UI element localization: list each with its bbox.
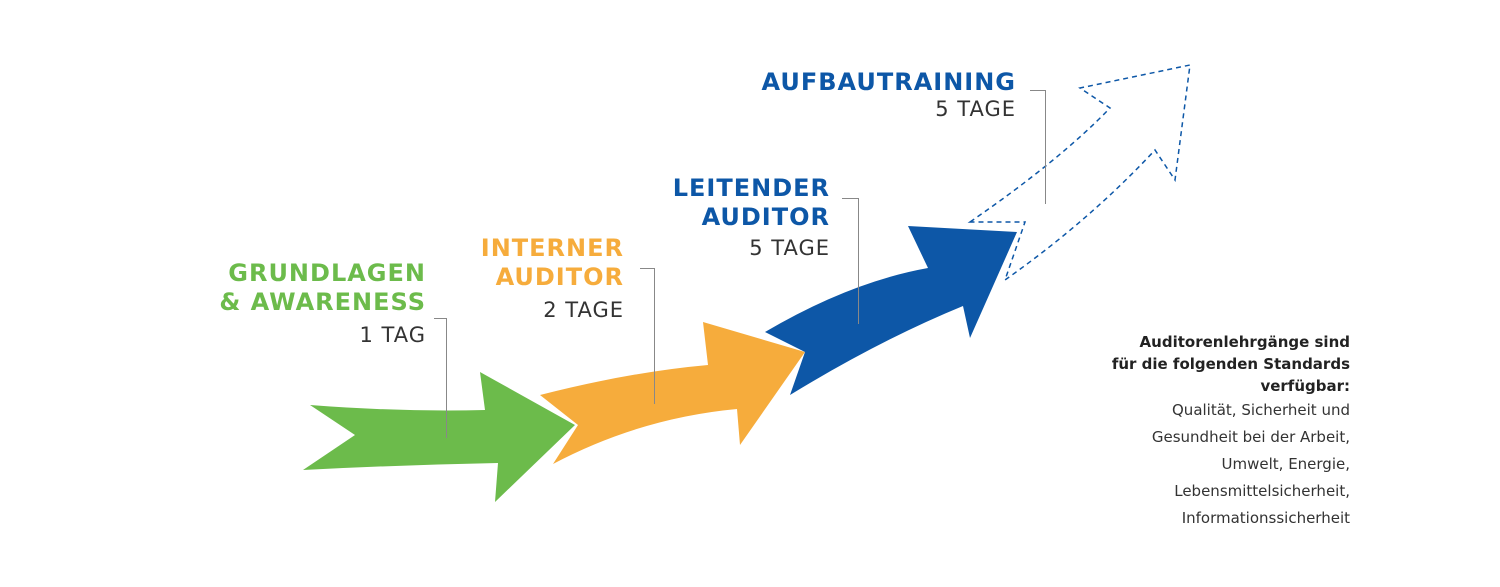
dashed-outline-arrow	[967, 64, 1191, 282]
note-heading-line: verfügbar:	[1260, 377, 1350, 395]
step-title-line2: AUDITOR	[701, 202, 830, 231]
standards-note: Auditorenlehrgänge sind für die folgende…	[1030, 331, 1350, 532]
blue-arrow	[765, 226, 1017, 395]
orange-arrow	[540, 322, 805, 464]
step-title-line1: AUFBAUTRAINING	[761, 68, 1016, 96]
note-item: Umwelt, Energie,	[1221, 455, 1350, 473]
connector-line-aufbau	[1045, 90, 1046, 204]
step-duration: 1 TAG	[359, 322, 426, 347]
step-title-line2: AUDITOR	[495, 262, 624, 291]
note-item: Informationssicherheit	[1181, 509, 1350, 527]
step-title-line1: GRUNDLAGEN	[228, 259, 426, 287]
step-duration: 5 TAGE	[935, 96, 1016, 121]
connector-line-leitender	[858, 198, 859, 324]
connector-line-interner	[654, 268, 655, 404]
green-arrow	[303, 372, 575, 502]
connector-tick-interner	[640, 268, 654, 269]
note-item: Lebensmittelsicherheit,	[1174, 482, 1350, 500]
step-label-aufbau: AUFBAUTRAINING 5 TAGE	[762, 68, 1017, 122]
step-label-interner: INTERNER AUDITOR 2 TAGE	[481, 234, 624, 323]
connector-tick-leitender	[842, 198, 858, 199]
step-duration: 5 TAGE	[749, 235, 830, 260]
connector-tick-grundlagen	[434, 318, 446, 319]
note-heading-line: für die folgenden Standards	[1111, 355, 1350, 373]
note-item: Qualität, Sicherheit und	[1172, 401, 1350, 419]
step-title-line1: LEITENDER	[672, 174, 830, 202]
step-title-line1: INTERNER	[480, 234, 624, 262]
step-title-line2: & AWARENESS	[219, 287, 426, 316]
step-duration: 2 TAGE	[543, 297, 624, 322]
note-item: Gesundheit bei der Arbeit,	[1151, 428, 1350, 446]
step-label-grundlagen: GRUNDLAGEN & AWARENESS 1 TAG	[219, 259, 426, 348]
connector-line-grundlagen	[446, 318, 447, 438]
note-heading-line: Auditorenlehrgänge sind	[1139, 333, 1350, 351]
step-label-leitender: LEITENDER AUDITOR 5 TAGE	[673, 174, 830, 261]
connector-tick-aufbau	[1030, 90, 1045, 91]
